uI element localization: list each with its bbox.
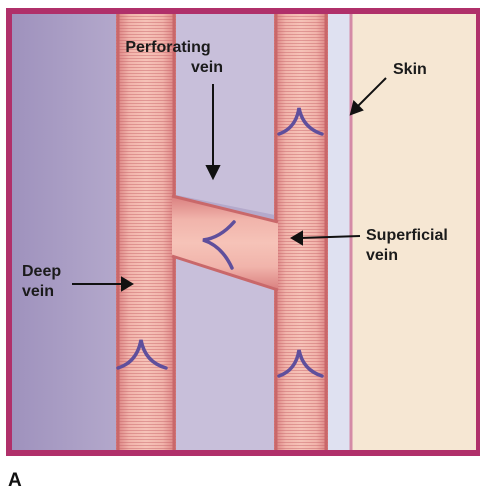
- skin-label: Skin: [393, 61, 427, 78]
- panel-letter: A: [8, 470, 22, 491]
- deep-tissue-region: [12, 14, 122, 450]
- superficial-vein-label-line2: vein: [366, 247, 398, 264]
- deep-vein: [116, 14, 176, 450]
- deep-vein-label-line1: Deep: [22, 263, 61, 280]
- superficial-vein-label-line1: Superficial: [366, 227, 448, 244]
- fascia-band: [328, 14, 350, 450]
- perforating-vein-label-line2: vein: [191, 59, 223, 76]
- deep-vein-label-line2: vein: [22, 283, 54, 300]
- perforating-vein-label-line1: Perforating: [125, 39, 210, 56]
